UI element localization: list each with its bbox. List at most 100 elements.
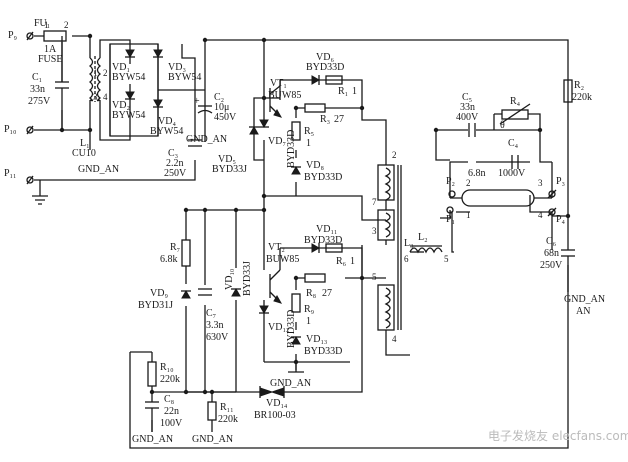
resistor-r11: R₁₁ 220k GND_AN [192, 401, 238, 445]
fu1-pin-b: 2 [64, 20, 69, 30]
c6-gnd-an: AN [576, 306, 590, 317]
l1-ref: L₁ [80, 138, 90, 149]
r6-value: 1 [350, 256, 355, 267]
vd4-ref: VD₄ [158, 116, 176, 127]
port-p10-label: P₁₀ [4, 124, 17, 135]
r9-value: 1 [306, 316, 311, 327]
l1-pin-3: 3 [93, 92, 98, 102]
diode-vd4: VD₄ BYW54 [150, 99, 183, 137]
fu1-value: 1A [44, 44, 57, 55]
vd2-ref: VD₂ [112, 100, 130, 111]
capacitor-c5: C₅ 33n 400V [456, 92, 479, 137]
gnd-mid-label: GND_AN [270, 378, 311, 389]
bridge-rectifier: VD₁ BYW54 VD₂ BYW54 VD₃ BYW54 VD₄ BYW54 [112, 44, 201, 137]
c8-ref: C₈ [164, 394, 175, 405]
r2-ref: R₂ [574, 80, 584, 91]
port-p1: P₁ [446, 206, 455, 225]
vd6-model: BYD33D [306, 62, 344, 73]
t-pin-2: 2 [392, 150, 397, 160]
l2-ref: L₂ [418, 232, 428, 243]
c5-cap: 33n [460, 102, 475, 113]
c7-ref: C₇ [206, 308, 216, 319]
t-pin-7: 7 [372, 197, 377, 207]
port-p2: P₂ [446, 176, 456, 198]
lamp-pin-3: 3 [538, 178, 543, 188]
wires [34, 35, 569, 449]
t-pin-4: 4 [392, 334, 397, 344]
vd9-ref: VD₉ [150, 288, 168, 299]
t-pin-5: 5 [372, 272, 377, 282]
r10-ref: R₁₀ [160, 362, 174, 373]
capacitor-c8: C₈ 22n 100V GND_AN [132, 394, 183, 445]
resistor-r8: R₈ 27 [304, 273, 332, 299]
diode-vd5: VD₅ BYD33J [212, 97, 264, 175]
vd5-ref: VD₅ [218, 154, 236, 165]
vd8-model: BYD33D [304, 172, 342, 183]
diode-vd7: VD₇ BYD33D [259, 119, 297, 168]
vd4-model: BYW54 [150, 126, 183, 137]
port-p11-label: P₁₁ [4, 168, 17, 179]
resistor-r2: R₂ 220k [563, 79, 592, 103]
c5-ref: C₅ [462, 92, 472, 103]
resistor-r1: R₁ 1 [325, 75, 357, 97]
r3-ref: R₃ [320, 114, 330, 125]
c3-cap: 2.2n [166, 158, 184, 169]
diode-vd13: VD₁₃ BYD33D [291, 334, 342, 357]
diode-vd10: VD₁₀ BYD33J [224, 261, 253, 297]
fu1-type: FUSE [38, 54, 62, 65]
vd13-model: BYD33D [304, 346, 342, 357]
vd7-model: BYD33D [286, 130, 297, 168]
capacitor-c3: C₃ 2.2n 250V [164, 139, 202, 179]
fu1-ref: FU₁ [34, 18, 50, 29]
r4-symbol: θ [500, 120, 505, 131]
vd1-ref: VD₁ [112, 62, 130, 73]
l1-pin-2: 2 [103, 68, 108, 78]
c6-ref: C₆ [546, 236, 557, 247]
port-p2-label: P₂ [446, 176, 455, 187]
vd5-model: BYD33J [212, 164, 247, 175]
watermark: 电子发烧友 elecfans.com [488, 428, 628, 443]
r11-ref: R₁₁ [220, 402, 234, 413]
r10-value: 220k [160, 374, 180, 385]
gnd-mid: GND_AN [270, 362, 311, 389]
c5-volt: 400V [456, 112, 479, 123]
port-p1-label: P₁ [446, 214, 455, 225]
c8-gnd: GND_AN [132, 434, 173, 445]
r5-value: 1 [306, 138, 311, 149]
resistor-r3: R₃ 27 [304, 103, 345, 125]
port-p11: P₁₁ [4, 168, 48, 205]
r4-ref: R₄ [510, 96, 521, 107]
r1-value: 1 [352, 86, 357, 97]
c7-cap: 3.3n [206, 320, 224, 331]
r11-gnd: GND_AN [192, 434, 233, 445]
c6-gnd: GND_AN [564, 294, 605, 305]
c3-volt: 250V [164, 168, 187, 179]
diac-vd14: VD₁₄ BR100-03 [254, 386, 296, 421]
lamp-tube: 2 1 3 4 [450, 178, 552, 220]
lamp-pin-1: 1 [466, 210, 471, 220]
resistor-r9: R₉ 1 [291, 293, 315, 327]
c7-volt: 630V [206, 332, 229, 343]
resistor-r6: R₆ 1 [325, 243, 355, 267]
vt1-ref: VT₁ [270, 78, 287, 89]
inductor-l1: 1 2 3 4 L₁ CU10 GND_AN [72, 56, 119, 175]
r9-ref: R₉ [304, 304, 315, 315]
l2-pin-5: 5 [444, 254, 449, 264]
l1-pin-1: 1 [93, 68, 98, 78]
resistor-r10: R₁₀ 220k [147, 361, 180, 387]
r6-ref: R₆ [336, 256, 347, 267]
c4-volt: 1000V [498, 168, 526, 179]
port-p9: P₉ [8, 30, 34, 41]
c1-cap: 33n [30, 84, 45, 95]
r8-ref: R₈ [306, 288, 317, 299]
vd11-model: BYD33D [304, 235, 342, 246]
diode-vd9: VD₉ BYD31J [138, 288, 191, 311]
vd13-ref: VD₁₃ [306, 334, 327, 345]
vd14-model: BR100-03 [254, 410, 296, 421]
vd3-model: BYW54 [168, 72, 201, 83]
t-pin-3: 3 [372, 226, 377, 236]
c6-volt: 250V [540, 260, 563, 271]
vt1-model: BUW85 [268, 90, 301, 101]
c1-ref: C₁ [32, 72, 42, 83]
